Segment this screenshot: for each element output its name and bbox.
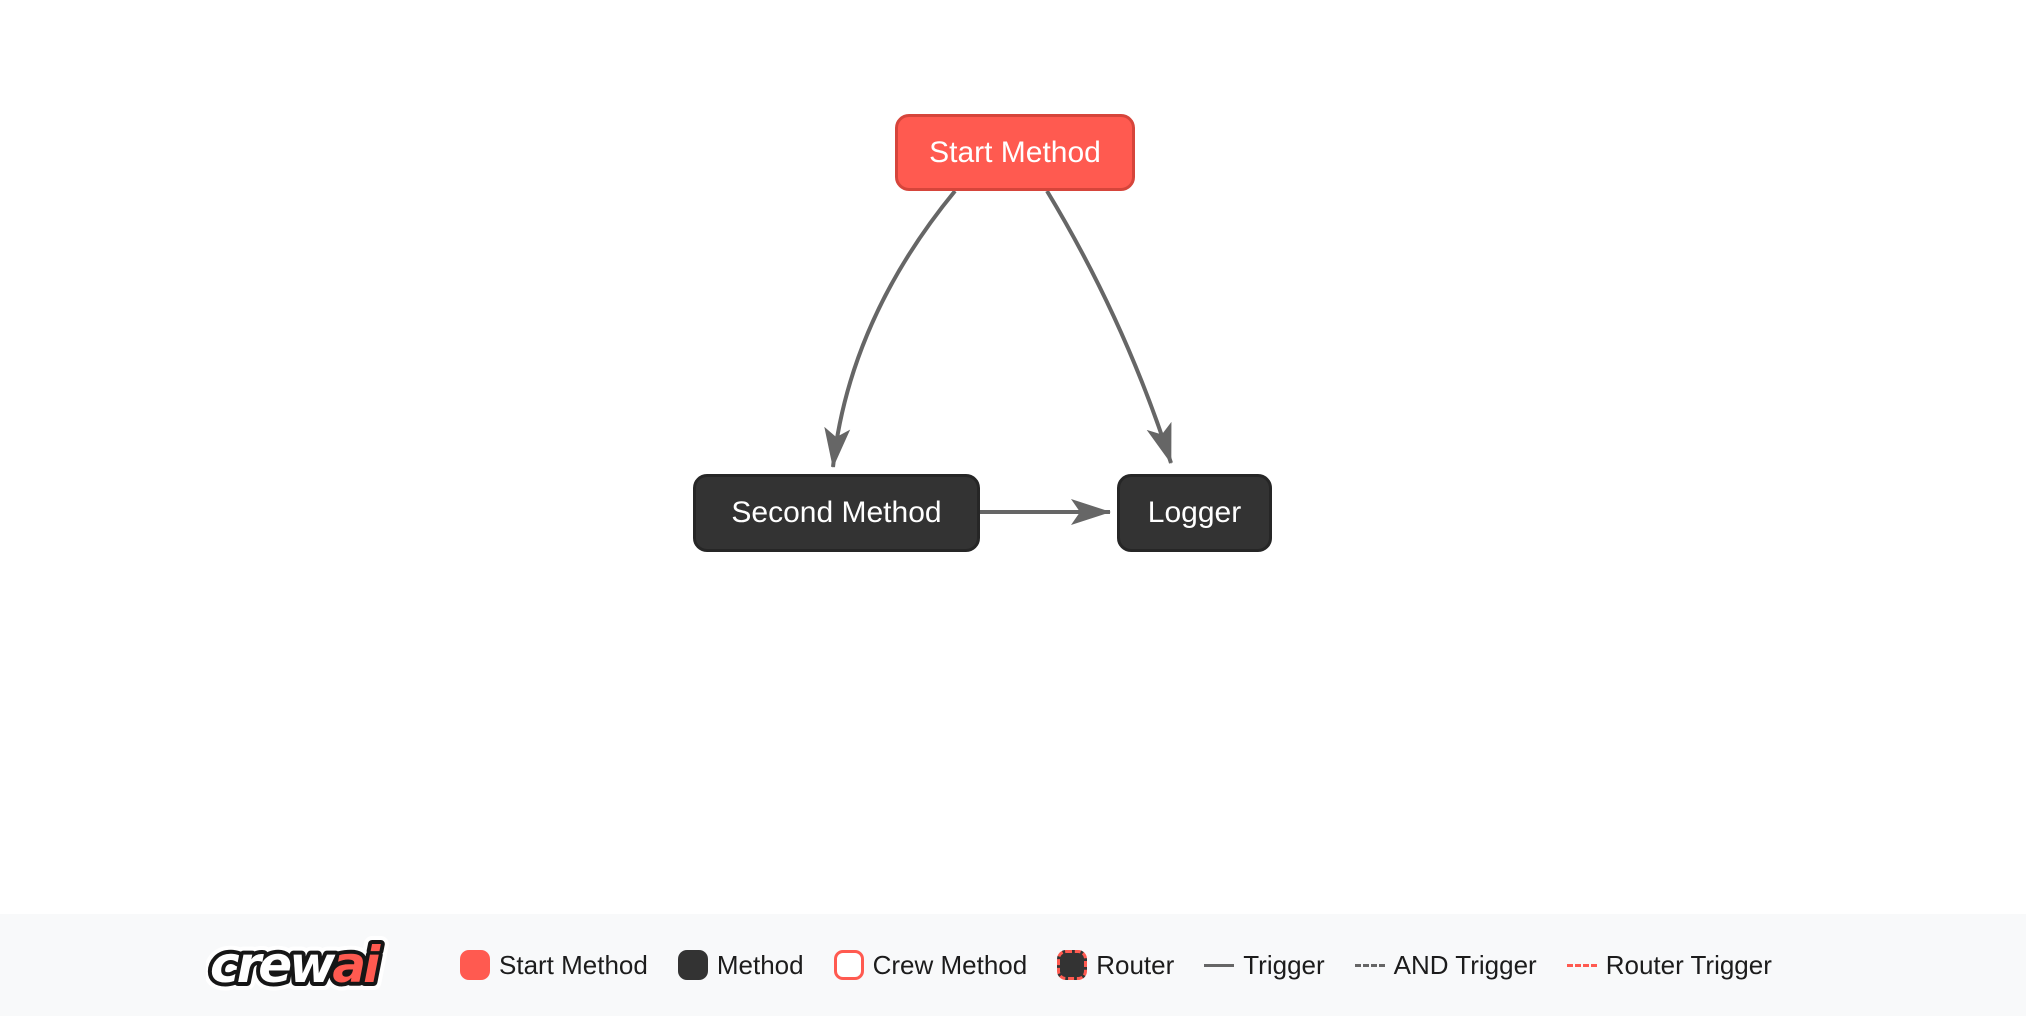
- legend-label: Start Method: [499, 949, 648, 980]
- legend-item-router-trigger: Router Trigger: [1566, 949, 1772, 981]
- node-logger[interactable]: Logger: [1117, 474, 1272, 552]
- crew-method-swatch: [833, 950, 864, 980]
- edge-start-to-second[interactable]: [824, 189, 957, 468]
- legend-label: Trigger: [1243, 949, 1325, 980]
- legend-item-method: Method: [677, 949, 804, 981]
- legend-item-and-trigger: AND Trigger: [1354, 949, 1537, 981]
- and-trigger-line-swatch: [1354, 963, 1385, 967]
- node-second-method[interactable]: Second Method: [693, 474, 980, 552]
- logo-text-ai: ai: [332, 936, 381, 994]
- router-trigger-line-swatch: [1566, 963, 1597, 967]
- legend: Start Method Method Crew Method Router T…: [460, 950, 1772, 981]
- edge-start-to-logger[interactable]: [1045, 189, 1173, 464]
- legend-label: Router: [1096, 949, 1175, 980]
- legend-item-router: Router: [1057, 950, 1174, 981]
- method-swatch: [677, 950, 708, 980]
- legend-footer: crewai crewai Start Method Method Crew M…: [0, 914, 2026, 1016]
- legend-item-trigger: Trigger: [1204, 949, 1325, 981]
- flow-diagram-canvas[interactable]: Start Method Second Method Logger: [0, 0, 2026, 914]
- crewai-logo: crewai crewai: [206, 932, 392, 998]
- legend-label: AND Trigger: [1393, 949, 1537, 980]
- node-start-method[interactable]: Start Method: [895, 114, 1135, 191]
- legend-item-crew-method: Crew Method: [833, 949, 1028, 981]
- legend-label: Method: [716, 949, 804, 980]
- router-swatch: [1057, 950, 1088, 980]
- trigger-line-swatch: [1204, 963, 1235, 967]
- legend-label: Router Trigger: [1605, 949, 1772, 980]
- legend-item-start-method: Start Method: [460, 950, 648, 981]
- node-logger-label: Logger: [1147, 496, 1242, 529]
- node-second-method-label: Second Method: [731, 496, 942, 529]
- start-method-swatch: [460, 950, 490, 980]
- logo-text-crew: crew: [210, 936, 336, 994]
- flow-edges-layer: [824, 189, 1173, 525]
- logo-wordmark: crewai: [210, 936, 381, 994]
- node-start-method-label: Start Method: [929, 135, 1101, 169]
- legend-label: Crew Method: [872, 949, 1028, 980]
